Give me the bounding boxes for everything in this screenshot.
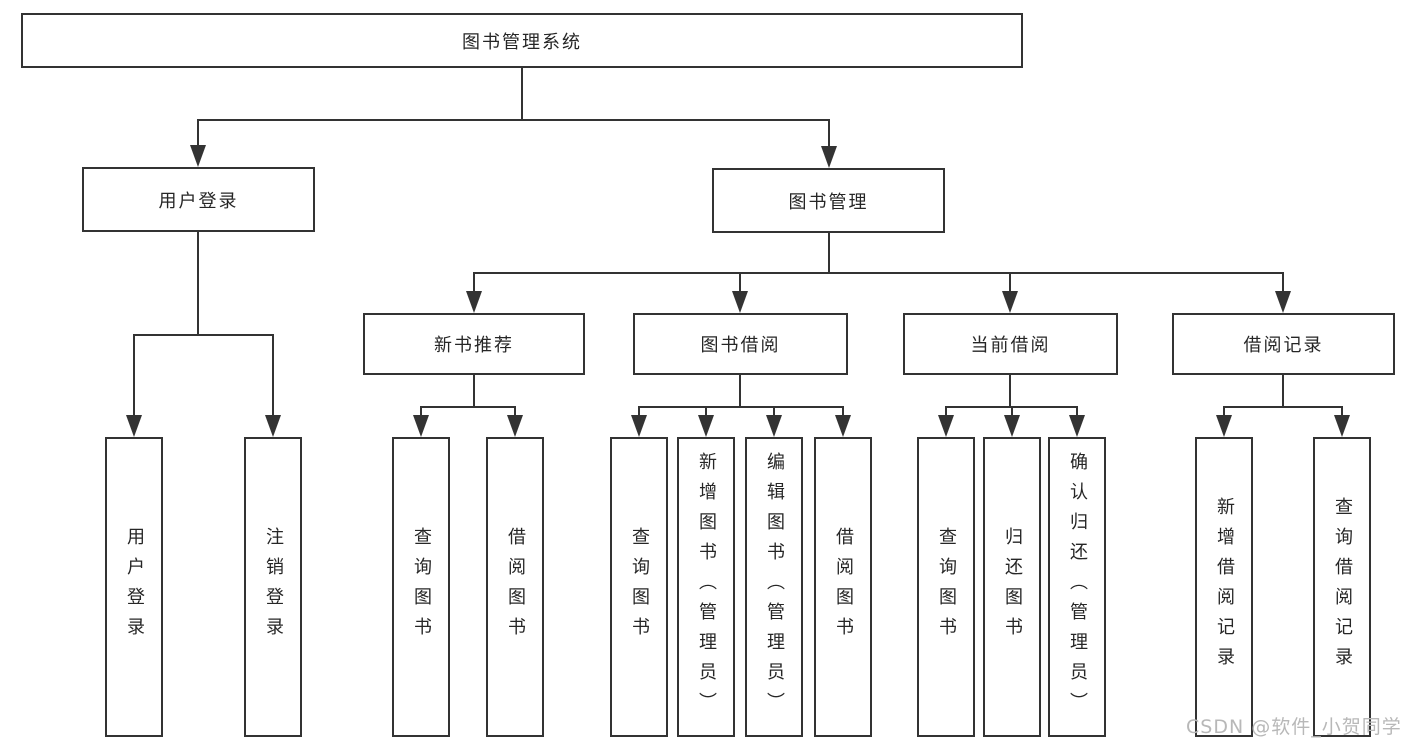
node-root-system: 图书管理系统 — [21, 13, 1023, 68]
leaf-query-borrow-record-label: 查询借阅记录 — [1332, 497, 1353, 677]
leaf-query-books-current: 查询图书 — [917, 437, 975, 737]
node-book-management-module: 图书管理 — [712, 168, 945, 233]
node-user-login-module: 用户登录 — [82, 167, 315, 232]
leaf-query-borrow-record: 查询借阅记录 — [1313, 437, 1371, 737]
leaf-add-borrow-record: 新增借阅记录 — [1195, 437, 1253, 737]
node-book-management-label: 图书管理 — [788, 191, 869, 213]
node-book-borrow-label: 图书借阅 — [700, 335, 781, 356]
leaf-add-books-admin: 新增图书（管理员） — [677, 437, 735, 737]
node-current-borrow: 当前借阅 — [903, 313, 1118, 375]
node-new-book-recommend-label: 新书推荐 — [434, 335, 514, 356]
leaf-query-books-current-label: 查询图书 — [936, 527, 957, 647]
leaf-query-books-borrow-label: 查询图书 — [629, 527, 650, 647]
leaf-logout: 注销登录 — [244, 437, 302, 737]
node-root-label: 图书管理系统 — [462, 31, 582, 53]
node-user-login-label: 用户登录 — [158, 190, 239, 212]
node-current-borrow-label: 当前借阅 — [970, 335, 1051, 356]
node-borrow-records: 借阅记录 — [1172, 313, 1395, 375]
node-book-borrow: 图书借阅 — [633, 313, 848, 375]
leaf-add-books-admin-label: 新增图书（管理员） — [696, 452, 717, 722]
csdn-watermark: CSDN @软件_小贺同学 — [1186, 716, 1402, 738]
node-borrow-records-label: 借阅记录 — [1243, 335, 1324, 356]
leaf-logout-label: 注销登录 — [263, 527, 284, 647]
arrowheads — [126, 145, 1350, 437]
leaf-return-books-label: 归还图书 — [1002, 527, 1023, 647]
leaf-borrow-books-recommend: 借阅图书 — [486, 437, 544, 737]
leaf-user-login: 用户登录 — [105, 437, 163, 737]
leaf-borrow-books-recommend-label: 借阅图书 — [505, 527, 526, 647]
leaf-borrow-books: 借阅图书 — [814, 437, 872, 737]
leaf-edit-books-admin: 编辑图书（管理员） — [745, 437, 803, 737]
leaf-query-books-recommend: 查询图书 — [392, 437, 450, 737]
leaf-query-books-borrow: 查询图书 — [610, 437, 668, 737]
leaf-confirm-return-admin: 确认归还（管理员） — [1048, 437, 1106, 737]
leaf-add-borrow-record-label: 新增借阅记录 — [1214, 497, 1235, 677]
leaf-user-login-label: 用户登录 — [124, 527, 145, 647]
leaf-edit-books-admin-label: 编辑图书（管理员） — [764, 452, 785, 722]
leaf-confirm-return-admin-label: 确认归还（管理员） — [1067, 452, 1088, 722]
leaf-return-books: 归还图书 — [983, 437, 1041, 737]
node-new-book-recommend: 新书推荐 — [363, 313, 585, 375]
leaf-query-books-recommend-label: 查询图书 — [411, 527, 432, 647]
leaf-borrow-books-label: 借阅图书 — [833, 527, 854, 647]
